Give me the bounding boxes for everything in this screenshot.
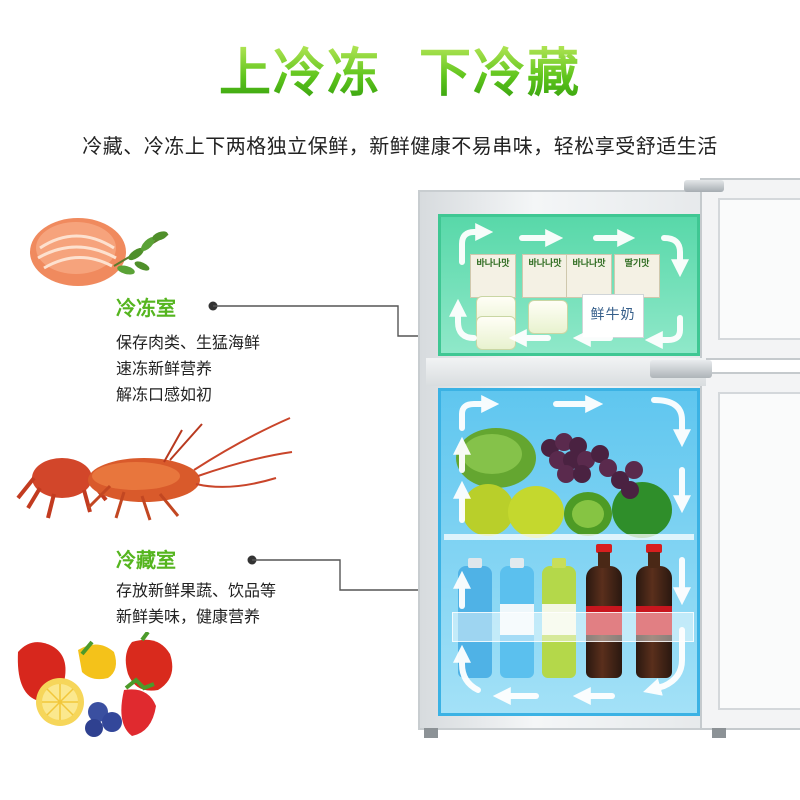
freezer-zone-title: 冷冻室 xyxy=(116,296,176,320)
pack-label: 바나나맛 xyxy=(528,259,562,269)
pack-label: 바나나맛 xyxy=(476,259,510,269)
fridge-zone-title: 冷藏室 xyxy=(116,548,176,572)
door-hinge-middle xyxy=(650,360,712,378)
fridge-foot xyxy=(712,728,726,738)
airflow-arrow-icon xyxy=(643,627,685,696)
drink-bottle xyxy=(500,558,534,678)
yogurt-cup xyxy=(528,300,568,334)
airflow-arrow-icon xyxy=(459,395,500,431)
door-hinge-top xyxy=(684,180,724,192)
drink-bottle xyxy=(542,558,576,678)
freezer-line: 解冻口感如初 xyxy=(116,385,213,404)
airflow-arrow-icon xyxy=(651,397,691,448)
fridge-foot xyxy=(424,728,438,738)
freezer-line: 保存肉类、生猛海鲜 xyxy=(116,333,261,352)
salmon-illustration xyxy=(30,218,169,286)
airflow-arrow-icon xyxy=(459,223,494,265)
airflow-arrow-icon xyxy=(644,315,683,349)
fridge-zone-description: 存放新鲜果蔬、饮品等 新鲜美味，健康营养 xyxy=(116,578,276,630)
fridge-line: 新鲜美味，健康营养 xyxy=(116,607,261,626)
airflow-arrow-icon xyxy=(449,298,477,341)
fridge-door xyxy=(700,372,800,730)
cola-bottle xyxy=(636,544,672,678)
fridge-shelf xyxy=(444,534,694,540)
fresh-milk-box: 鲜牛奶 xyxy=(582,294,644,338)
fruit-shelf-contents xyxy=(456,428,672,538)
lobster-illustration xyxy=(16,417,293,521)
banana-milk-pack: 바나나맛 xyxy=(522,254,568,298)
cola-bottle xyxy=(586,544,622,678)
freezer-line: 速冻新鲜营养 xyxy=(116,359,213,378)
door-bin xyxy=(452,612,694,642)
strawberry-milk-pack: 딸기맛 xyxy=(614,254,660,298)
banana-milk-pack: 바나나맛 xyxy=(566,254,612,298)
fruit-illustration xyxy=(17,632,173,737)
subtitle: 冷藏、冷冻上下两格独立保鲜，新鲜健康不易串味，轻松享受舒适生活 xyxy=(82,134,718,158)
pack-label: 바나나맛 xyxy=(572,259,606,269)
fridge-line: 存放新鲜果蔬、饮品等 xyxy=(116,581,277,600)
pack-label: 딸기맛 xyxy=(624,259,650,269)
airflow-arrow-icon xyxy=(453,644,481,693)
airflow-arrow-icon xyxy=(661,235,689,278)
freezer-door xyxy=(700,178,800,360)
freezer-zone-description: 保存肉类、生猛海鲜 速冻新鲜营养 解冻口感如初 xyxy=(116,330,260,408)
